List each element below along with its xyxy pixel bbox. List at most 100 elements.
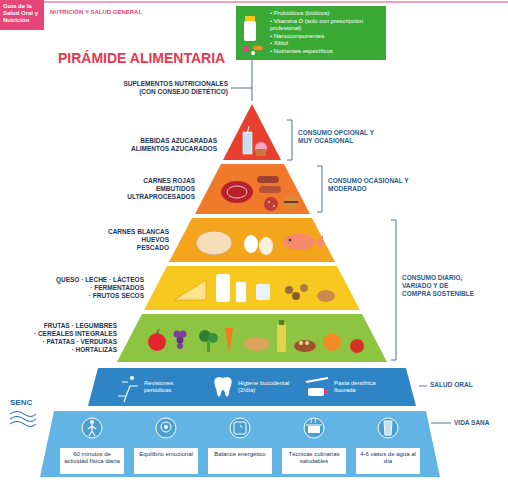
drawn-ellipse bbox=[283, 234, 315, 250]
drawn-path bbox=[311, 419, 316, 423]
drawn-circle bbox=[350, 339, 364, 353]
shape-outline bbox=[169, 218, 335, 262]
text-group: Balance energético bbox=[208, 448, 272, 461]
drawn-circle bbox=[304, 418, 324, 438]
supplement-item: • Nutrientes específicos bbox=[270, 48, 382, 56]
habit-text: Técnicas culinarias saludables bbox=[284, 451, 344, 465]
band-text: Revisiones periódicas bbox=[144, 380, 198, 394]
drawn-circle bbox=[285, 286, 293, 294]
tier-label: CARNES BLANCAS bbox=[108, 228, 169, 236]
habit-box: 60 minutos de actividad física diaria bbox=[60, 448, 124, 474]
text-group: CARNES BLANCASHUEVOSPESCADO bbox=[108, 228, 169, 252]
drawn-rect bbox=[236, 282, 246, 302]
illustration bbox=[196, 231, 323, 255]
drawn-circle bbox=[230, 418, 250, 438]
drawn-circle bbox=[251, 51, 255, 55]
illustration bbox=[243, 126, 267, 156]
tier-label: HUEVOS bbox=[108, 236, 169, 244]
text-group: QUESO · LECHE · LÁCTEOS· FERMENTADOS· FR… bbox=[56, 276, 144, 300]
header-box: Guía de la Salud Oral y Nutrición bbox=[0, 0, 44, 30]
habit-box: 4-6 vasos de agua al día bbox=[356, 448, 420, 474]
drawn-circle bbox=[243, 46, 249, 52]
drawn-circle bbox=[305, 341, 309, 345]
consumption-label: CONSUMO OPCIONAL Y MUY OCASIONAL bbox=[298, 129, 382, 145]
band-text: SALUD ORAL bbox=[430, 381, 473, 389]
drawn-circle bbox=[156, 418, 176, 438]
drawn-rect bbox=[277, 324, 286, 352]
bracket bbox=[287, 120, 292, 160]
drawn-circle bbox=[378, 418, 398, 438]
drawn-circle bbox=[177, 343, 183, 349]
drawn-rect bbox=[245, 16, 255, 21]
supplement-item: • Xilitol bbox=[270, 40, 382, 48]
tier-label: PESCADO bbox=[108, 244, 169, 252]
drawn-circle bbox=[268, 201, 270, 203]
drawn-ellipse bbox=[259, 237, 273, 255]
text-group: Técnicas culinarias saludables bbox=[282, 448, 346, 468]
shape-outline bbox=[223, 104, 281, 160]
logo-text: SENC bbox=[10, 398, 32, 407]
supplement-box: • Probióticos (bióticos)• Vitamina D (so… bbox=[236, 6, 386, 60]
drawn-rect bbox=[324, 390, 328, 394]
healthy-life-band: VIDA SANA60 minutos de actividad física … bbox=[40, 411, 440, 477]
tier-label: · CEREALES INTEGRALES bbox=[34, 330, 117, 338]
drawn-polygon bbox=[117, 314, 387, 362]
drawn-path bbox=[384, 421, 392, 435]
illustration bbox=[82, 418, 398, 438]
consumption-label: CONSUMO OCASIONAL Y MODERADO bbox=[328, 177, 412, 193]
drawn-line bbox=[247, 126, 249, 134]
drawn-polygon bbox=[225, 328, 233, 354]
habit-box: Equilibrio emocional bbox=[134, 448, 198, 474]
tier-label: FRUTAS · LEGUMBRES bbox=[34, 322, 117, 330]
pyramid-tier: CARNES BLANCASHUEVOSPESCADO bbox=[169, 218, 335, 262]
drawn-rect bbox=[243, 132, 252, 154]
supplement-item: • Probióticos (bióticos) bbox=[270, 10, 382, 18]
leader-line bbox=[431, 423, 451, 424]
drawn-circle bbox=[161, 422, 171, 432]
habit-text: Equilibrio emocional bbox=[136, 451, 196, 458]
text-group: Guía de la Salud Oral y Nutrición bbox=[0, 0, 44, 27]
tier-label: · HORTALIZAS bbox=[34, 346, 117, 354]
illustration bbox=[174, 274, 335, 302]
drawn-path bbox=[214, 377, 231, 396]
drawn-rect bbox=[256, 284, 270, 300]
drawn-circle bbox=[90, 420, 94, 424]
tier-label: CARNES ROJAS bbox=[127, 177, 195, 185]
drawn-circle bbox=[264, 197, 278, 211]
pyramid-tier: QUESO · LECHE · LÁCTEOS· FERMENTADOS· FR… bbox=[144, 266, 360, 310]
tier-label: EMBUTIDOS bbox=[127, 185, 195, 193]
leader-line bbox=[419, 386, 427, 387]
section-label: NUTRICIÓN Y SALUD GENERAL bbox=[50, 9, 142, 16]
drawn-rect bbox=[308, 388, 324, 396]
page-title: PIRÁMIDE ALIMENTARIA bbox=[58, 50, 225, 66]
habit-text: 4-6 vasos de agua al día bbox=[358, 451, 418, 465]
drawn-rect bbox=[256, 149, 266, 156]
supplement-item: • Vitamina D (solo con prescripción prof… bbox=[270, 18, 382, 33]
leader-line bbox=[252, 58, 253, 101]
drawn-circle bbox=[300, 284, 308, 292]
drawn-circle bbox=[323, 333, 341, 351]
tier-label: ALIMENTOS AZUCARADOS bbox=[131, 145, 217, 153]
drawn-rect bbox=[207, 340, 210, 352]
shape-outline bbox=[144, 266, 360, 310]
drawn-circle bbox=[148, 333, 166, 351]
drawn-circle bbox=[82, 418, 102, 438]
consumption-label: CONSUMO DIARIO, VARIADO Y DE COMPRA SOST… bbox=[402, 274, 478, 298]
drawn-ellipse bbox=[221, 181, 253, 203]
drawn-circle bbox=[180, 331, 187, 338]
pyramid-tier: FRUTAS · LEGUMBRES· CEREALES INTEGRALES·… bbox=[117, 314, 387, 362]
header-rule bbox=[44, 2, 508, 3]
drawn-path bbox=[88, 424, 96, 436]
drawn-line bbox=[157, 329, 159, 333]
text-group: Equilibrio emocional bbox=[134, 448, 198, 461]
illustration bbox=[243, 16, 263, 55]
bracket bbox=[317, 166, 322, 212]
drawn-rect bbox=[284, 201, 298, 203]
header-text: Guía de la Salud Oral y Nutrición bbox=[3, 3, 41, 24]
drawn-rect bbox=[244, 21, 256, 41]
tier-heading: SUPLEMENTOS NUTRICIONALES (CON CONSEJO D… bbox=[114, 80, 228, 96]
drawn-circle bbox=[273, 205, 275, 207]
oral-health-band: Revisiones periódicasHigiene bucodental … bbox=[88, 368, 416, 406]
drawn-ellipse bbox=[227, 186, 247, 198]
